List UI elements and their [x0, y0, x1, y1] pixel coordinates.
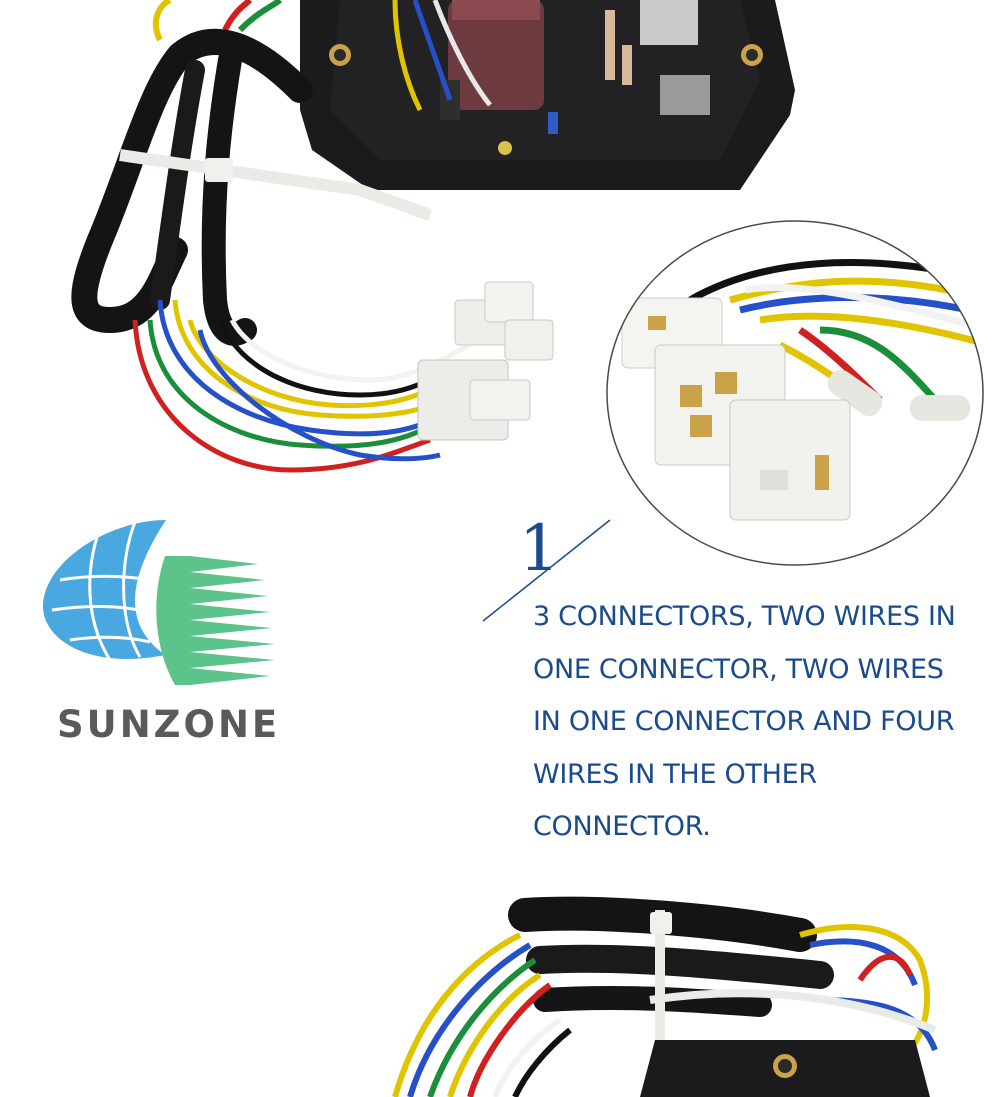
- caption-line: CONNECTOR.: [533, 811, 711, 842]
- caption-line: WIRES IN THE OTHER: [533, 758, 817, 790]
- caption-line: ONE CONNECTOR, TWO WIRES: [533, 653, 944, 685]
- product-photo-top: [71, 0, 795, 473]
- caption-line: 3 CONNECTORS, TWO WIRES IN: [533, 601, 956, 632]
- feature-number: 1: [519, 512, 560, 586]
- caption-line: IN ONE CONNECTOR AND FOUR: [533, 706, 955, 737]
- callout-line: [482, 519, 611, 622]
- brand-name: SUNZONE: [57, 703, 281, 746]
- feature-caption: 3 CONNECTORS, TWO WIRES IN ONE CONNECTOR…: [533, 591, 993, 854]
